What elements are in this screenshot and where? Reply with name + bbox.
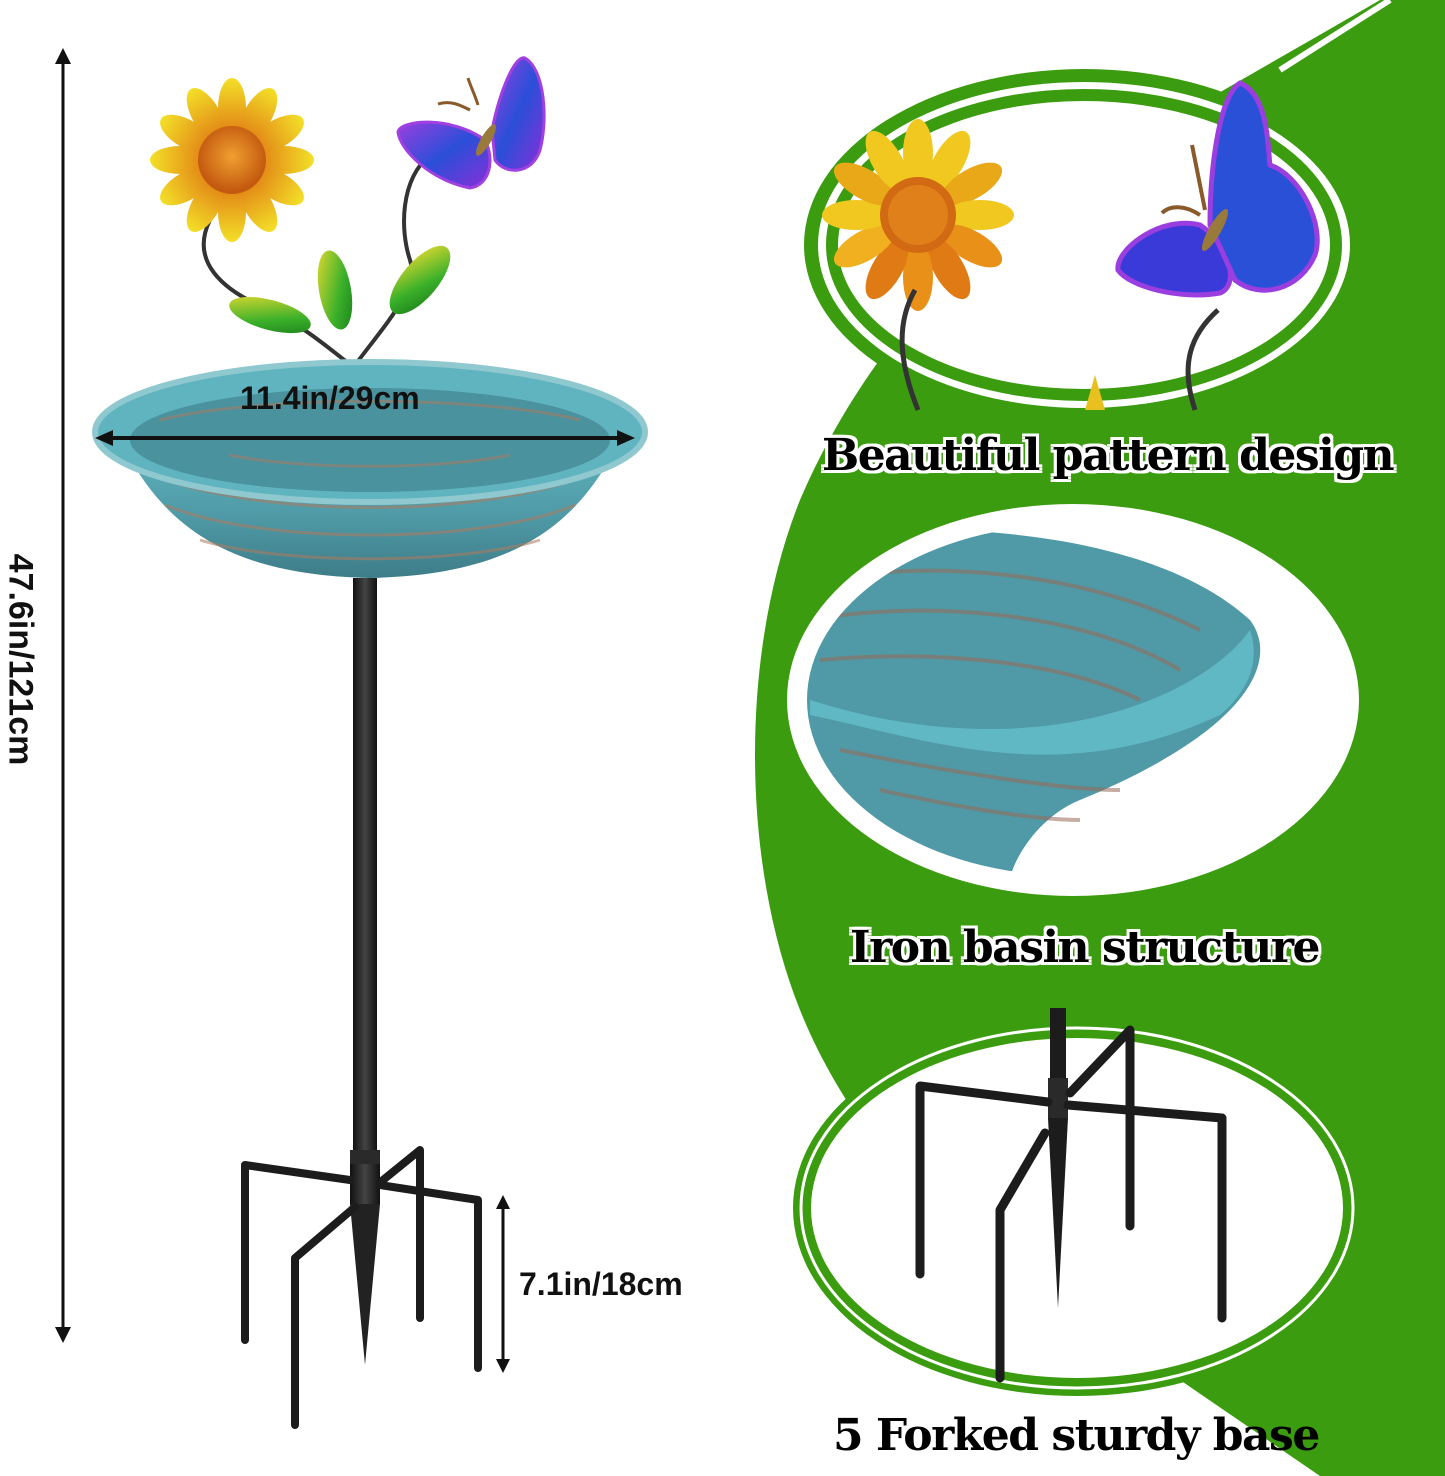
forked-base [241,1146,482,1429]
feature-base-circle [790,998,1364,1398]
basin-closeup-image [807,529,1261,876]
base-height-label: 7.1in/18cm [519,1266,683,1302]
basin-diameter-arrow [95,430,635,446]
pole [353,578,377,1163]
basin-diameter-label: 11.4in/29cm [240,380,420,416]
feature-basin-circle [780,500,1366,900]
sunflower-closeup-icon [822,119,1014,311]
basin [92,359,648,578]
ground-spike [350,1204,380,1365]
feature-pattern-circle [800,65,1368,425]
base-height-arrow [496,1195,510,1373]
bird-bath-illustration [92,56,648,1429]
butterfly-closeup-icon [1115,80,1320,298]
sunflower-decoration [150,78,314,242]
height-dimension-arrow [55,48,71,1343]
height-label: 47.6in/121cm [1,553,40,766]
forked-base-closeup-icon [915,1008,1227,1383]
leaf-decoration [229,245,451,334]
feature-basin-caption: Iron basin structure [850,922,1321,973]
butterfly-decoration [396,56,546,190]
feature-pattern-caption: Beautiful pattern design [822,430,1395,481]
feature-base-caption: 5 Forked sturdy base [833,1410,1320,1461]
